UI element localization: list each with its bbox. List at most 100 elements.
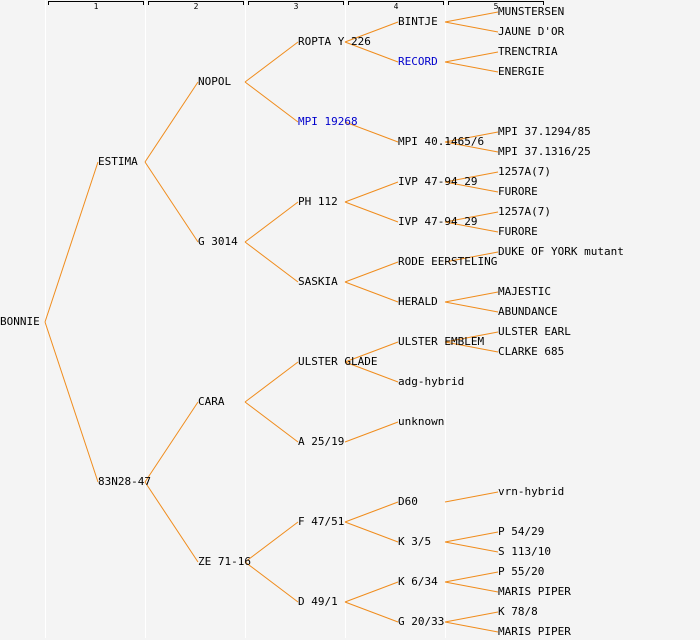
pedigree-node: FURORE <box>498 185 538 198</box>
pedigree-link <box>144 401 199 483</box>
pedigree-node: ZE 71-16 <box>198 555 251 568</box>
pedigree-node: CARA <box>198 395 225 408</box>
pedigree-node: 1257A(7) <box>498 165 551 178</box>
generation-number: 3 <box>293 2 299 11</box>
pedigree-link <box>44 161 99 323</box>
root-node: BONNIE <box>0 315 40 328</box>
pedigree-link <box>344 21 399 43</box>
pedigree-link <box>244 521 299 563</box>
pedigree-link <box>444 541 499 553</box>
pedigree-node: P 55/20 <box>498 565 545 578</box>
pedigree-link <box>244 401 299 443</box>
pedigree-link <box>444 21 499 33</box>
generation-number: 1 <box>93 2 99 11</box>
pedigree-link <box>144 81 199 163</box>
pedigree-node: FURORE <box>498 225 538 238</box>
generation-bracket <box>148 1 244 5</box>
pedigree-link <box>144 481 199 563</box>
pedigree-link <box>444 11 499 23</box>
pedigree-node: ULSTER EARL <box>498 325 571 338</box>
pedigree-node: DUKE OF YORK mutant <box>498 245 624 258</box>
column-separator <box>345 0 346 638</box>
generation-number: 5 <box>493 2 499 11</box>
pedigree-node: TRENCTRIA <box>498 45 558 58</box>
generation-bracket <box>348 1 444 5</box>
pedigree-link <box>444 531 499 543</box>
pedigree-link <box>344 361 399 383</box>
pedigree-link <box>244 81 299 123</box>
pedigree-node: K 78/8 <box>498 605 538 618</box>
pedigree-node: MUNSTERSEN <box>498 5 565 18</box>
pedigree-node: MPI 37.1294/85 <box>498 125 591 138</box>
pedigree-node: CLARKE 685 <box>498 345 565 358</box>
pedigree-node: P 54/29 <box>498 525 545 538</box>
pedigree-node: A 25/19 <box>298 435 345 448</box>
pedigree-node: ULSTER GLADE <box>298 355 378 368</box>
pedigree-link <box>344 261 399 283</box>
pedigree-node: ABUNDANCE <box>498 305 558 318</box>
pedigree-link <box>444 61 499 73</box>
pedigree-link <box>344 421 399 443</box>
pedigree-link <box>244 561 299 603</box>
column-separator <box>445 0 446 638</box>
column-separator <box>145 0 146 638</box>
pedigree-node: RODE EERSTELING <box>398 255 498 268</box>
pedigree-link <box>444 51 499 63</box>
pedigree-node: HERALD <box>398 295 438 308</box>
pedigree-link <box>344 501 399 523</box>
pedigree-node: K 3/5 <box>398 535 432 548</box>
pedigree-link <box>244 241 299 283</box>
pedigree-link <box>444 611 499 623</box>
pedigree-node: SASKIA <box>298 275 338 288</box>
pedigree-node: JAUNE D'OR <box>498 25 565 38</box>
pedigree-link <box>444 211 499 223</box>
pedigree-node: IVP 47-94 29 <box>398 215 478 228</box>
pedigree-node: D 49/1 <box>298 595 338 608</box>
pedigree-node: S 113/10 <box>498 545 551 558</box>
pedigree-node[interactable]: MPI 19268 <box>298 115 358 128</box>
generation-number: 2 <box>193 2 199 11</box>
pedigree-node: PH 112 <box>298 195 338 208</box>
pedigree-node: BINTJE <box>398 15 438 28</box>
pedigree-node: ULSTER EMBLEM <box>398 335 485 348</box>
pedigree-link <box>344 121 399 143</box>
pedigree-node: K 6/34 <box>398 575 438 588</box>
pedigree-link <box>444 341 499 353</box>
pedigree-link <box>244 201 299 243</box>
pedigree-link <box>444 331 499 343</box>
pedigree-node: ROPTA Y 226 <box>298 35 371 48</box>
pedigree-link <box>344 281 399 303</box>
pedigree-link <box>444 141 499 153</box>
pedigree-link <box>444 491 499 503</box>
pedigree-link <box>244 41 299 83</box>
pedigree-node[interactable]: RECORD <box>398 55 438 68</box>
pedigree-link <box>444 251 499 263</box>
generation-bracket <box>248 1 344 5</box>
pedigree-link <box>144 161 199 243</box>
pedigree-link <box>344 601 399 623</box>
pedigree-node: MPI 37.1316/25 <box>498 145 591 158</box>
pedigree-node: NOPOL <box>198 75 232 88</box>
column-separator <box>245 0 246 638</box>
pedigree-link <box>444 571 499 583</box>
pedigree-link <box>344 581 399 603</box>
pedigree-link <box>444 581 499 593</box>
pedigree-node: vrn-hybrid <box>498 485 565 498</box>
pedigree-node: 1257A(7) <box>498 205 551 218</box>
pedigree-node: MARIS PIPER <box>498 585 571 598</box>
pedigree-link <box>444 171 499 183</box>
pedigree-link <box>344 521 399 543</box>
pedigree-node: F 47/51 <box>298 515 345 528</box>
pedigree-link <box>444 291 499 303</box>
generation-bracket <box>48 1 144 5</box>
pedigree-link <box>444 131 499 143</box>
generation-number: 4 <box>393 2 399 11</box>
pedigree-node: ESTIMA <box>98 155 138 168</box>
pedigree-node: D60 <box>398 495 418 508</box>
generation-bracket <box>448 1 544 5</box>
pedigree-node: IVP 47-94 29 <box>398 175 478 188</box>
pedigree-link <box>44 321 99 483</box>
pedigree-node: ENERGIE <box>498 65 545 78</box>
